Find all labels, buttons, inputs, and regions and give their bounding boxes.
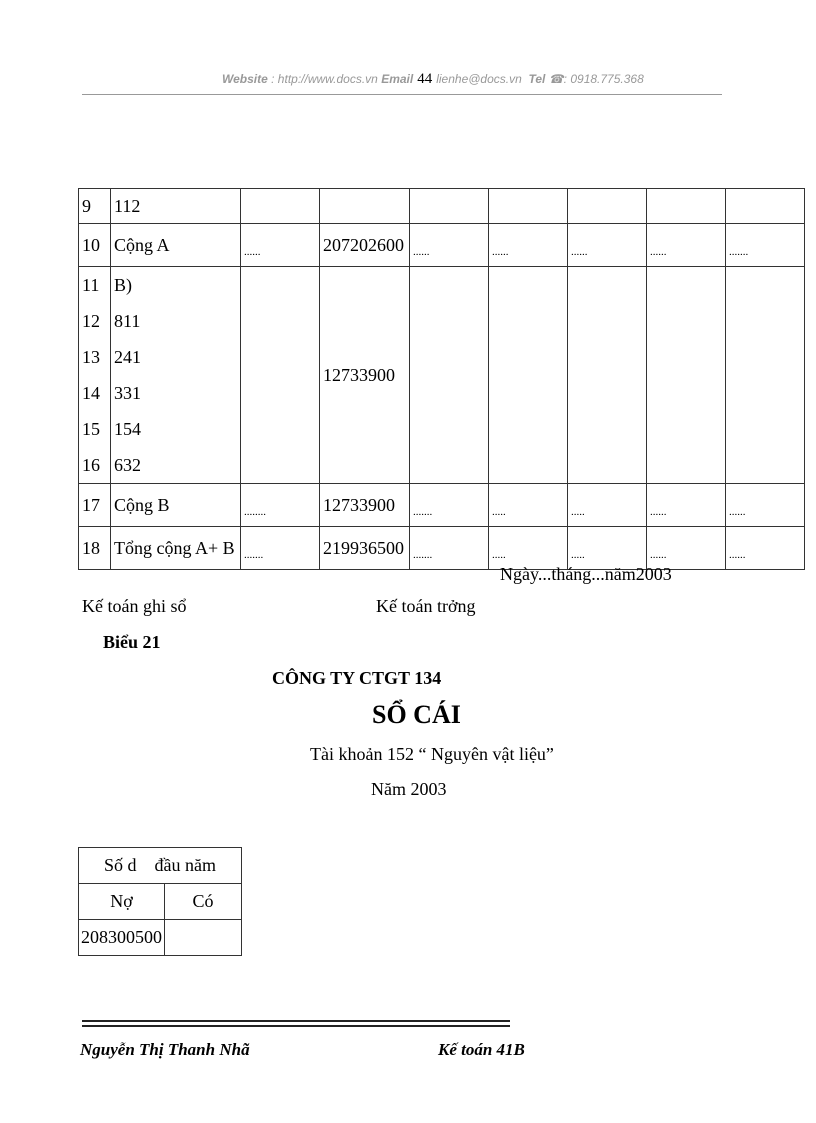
footer-author: Nguyễn Thị Thanh Nhã bbox=[80, 1040, 250, 1059]
cell: ..... bbox=[567, 483, 647, 527]
row-desc: Tổng cộng A+ B bbox=[110, 526, 241, 570]
cell: ...... bbox=[409, 223, 489, 267]
cell: ...... bbox=[725, 526, 805, 570]
cell: ....... bbox=[409, 483, 489, 527]
cell: ....... bbox=[725, 223, 805, 267]
cell: ...... bbox=[567, 223, 647, 267]
row-no: 17 bbox=[78, 483, 111, 527]
credit-label: Có bbox=[164, 883, 242, 920]
account-line: Tài khoản 152 “ Nguyên vật liệu” bbox=[310, 744, 554, 764]
row-desc: Cộng B bbox=[110, 483, 241, 527]
cell: 12733900 bbox=[319, 483, 410, 527]
row-no: 9 bbox=[78, 188, 111, 224]
tel-label: Tel bbox=[528, 72, 546, 86]
debit-value: 208300500 bbox=[78, 919, 165, 956]
cell: ...... bbox=[488, 223, 568, 267]
phone-icon: ☎ bbox=[548, 72, 564, 86]
footer-rule bbox=[82, 1020, 510, 1027]
page-title: SỔ CÁI bbox=[372, 700, 461, 729]
website: : http://www.docs.vn bbox=[271, 72, 378, 86]
cell: ..... bbox=[567, 526, 647, 570]
cell: 12733900 bbox=[319, 266, 410, 484]
cell: ...... bbox=[725, 483, 805, 527]
signer-left: Kế toán ghi sổ bbox=[82, 596, 187, 616]
website-label: Website bbox=[222, 72, 268, 86]
cell: ..... bbox=[488, 526, 568, 570]
debit-label: Nợ bbox=[78, 883, 165, 920]
cell: ....... bbox=[409, 526, 489, 570]
row-desc: Cộng A bbox=[110, 223, 241, 267]
header-rule bbox=[82, 94, 722, 95]
form-label: Biểu 21 bbox=[103, 632, 161, 652]
credit-value bbox=[164, 919, 242, 956]
page-number: 44 bbox=[417, 71, 433, 87]
company-name: CÔNG TY CTGT 134 bbox=[272, 668, 442, 688]
cell: 207202600 bbox=[319, 223, 410, 267]
row-no: 18 bbox=[78, 526, 111, 570]
cell: ...... bbox=[646, 223, 726, 267]
email: lienhe@docs.vn bbox=[436, 72, 522, 86]
tel: : 0918.775.368 bbox=[563, 72, 644, 86]
cell: ....... bbox=[240, 526, 320, 570]
cell: ...... bbox=[646, 483, 726, 527]
footer-class: Kế toán 41B bbox=[438, 1040, 525, 1059]
cell: 219936500 bbox=[319, 526, 410, 570]
date-line: Ngày...tháng...năm2003 bbox=[500, 564, 672, 584]
row-desc: 112 bbox=[110, 188, 241, 224]
row-no: 10 bbox=[78, 223, 111, 267]
email-label: Email bbox=[381, 72, 414, 86]
cell: ..... bbox=[488, 483, 568, 527]
year-line: Năm 2003 bbox=[371, 779, 447, 799]
cell: ...... bbox=[240, 223, 320, 267]
opening-header: Số d đầu năm bbox=[78, 847, 242, 884]
signer-right: Kế toán trởng bbox=[376, 596, 476, 616]
cell: ........ bbox=[240, 483, 320, 527]
